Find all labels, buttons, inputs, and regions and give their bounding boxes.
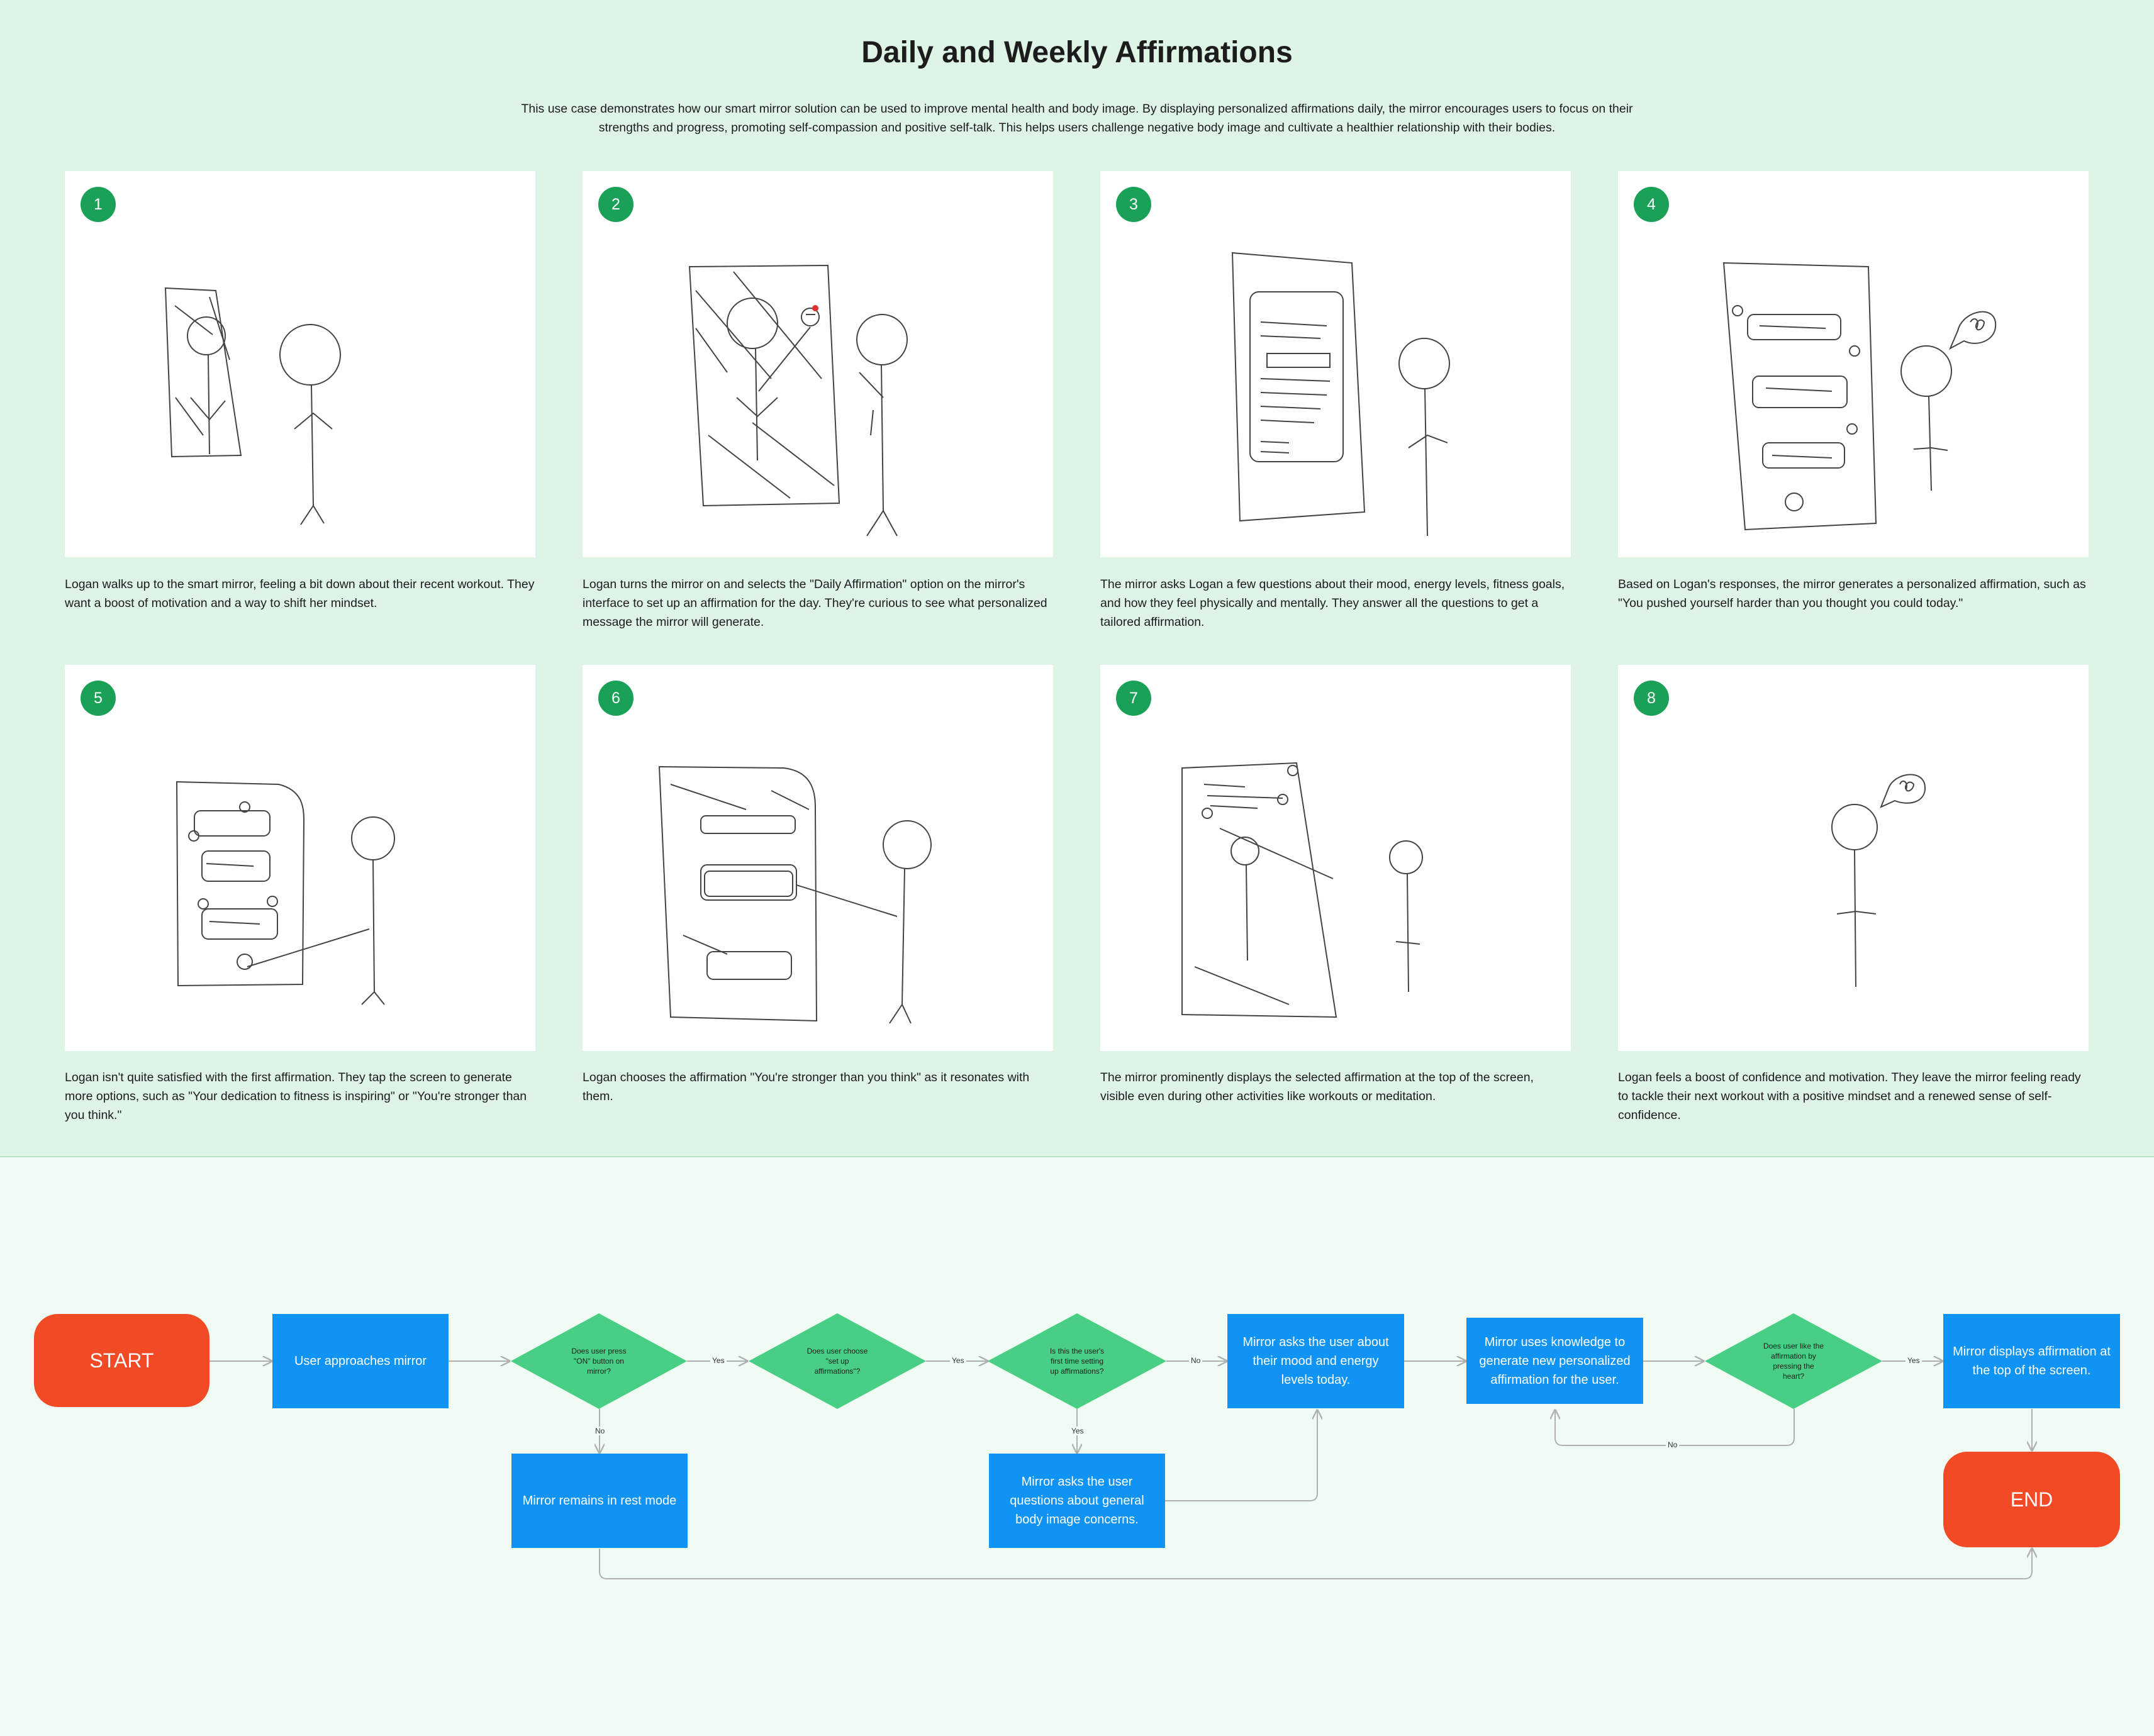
step-badge: 2 xyxy=(598,187,633,222)
edge-label-yes: Yes xyxy=(1906,1356,1922,1365)
storyboard-panel-5: 5 xyxy=(65,665,535,1051)
step-caption: Logan turns the mirror on and selects th… xyxy=(583,577,1047,629)
storyboard-panel-7: 7 xyxy=(1100,665,1571,1051)
edge-label-yes: Yes xyxy=(710,1356,727,1365)
storyboard-panel-6: 6 xyxy=(583,665,1053,1051)
end-node: END xyxy=(1943,1452,2120,1547)
connector xyxy=(1165,1410,1317,1501)
sketch-person-confident xyxy=(1831,774,1926,988)
sketch-mirror-choose xyxy=(658,765,932,1024)
decision-first-time: Is this the user's first time setting up… xyxy=(1049,1347,1105,1376)
step-badge: 1 xyxy=(81,187,116,222)
storyboard-panel-4: 4 xyxy=(1618,171,2089,557)
step-caption: Logan feels a boost of confidence and mo… xyxy=(1618,1071,2081,1122)
connector xyxy=(599,1549,2032,1579)
edge-label-no: No xyxy=(593,1427,607,1435)
step-badge: 6 xyxy=(598,681,633,716)
step-caption: Based on Logan's responses, the mirror g… xyxy=(1618,577,2086,610)
decision-diamond xyxy=(1705,1313,1882,1409)
sketch-mirror-questions xyxy=(1231,252,1450,537)
decision-diamond xyxy=(988,1313,1166,1409)
storyboard-panel-3: 3 xyxy=(1100,171,1571,557)
step-badge: 7 xyxy=(1116,681,1151,716)
step-badge: 3 xyxy=(1116,187,1151,222)
ask-body-node: Mirror asks the user questions about gen… xyxy=(989,1454,1165,1548)
sketch-mirror-power-on xyxy=(688,264,908,537)
page-title: Daily and Weekly Affirmations xyxy=(861,36,1293,69)
decision-diamond xyxy=(749,1313,926,1409)
storyboard-panel-8: 8 xyxy=(1618,665,2089,1051)
intro-paragraph: This use case demonstrates how our smart… xyxy=(521,102,1633,135)
ask-mood-node: Mirror asks the user about their mood an… xyxy=(1227,1314,1404,1408)
edge-label-no: No xyxy=(1666,1440,1680,1449)
edge-label-no: No xyxy=(1189,1356,1203,1365)
sketch-mirror-affirmation xyxy=(1722,262,1997,531)
step-caption: The mirror asks Logan a few questions ab… xyxy=(1100,577,1565,629)
step-caption: The mirror prominently displays the sele… xyxy=(1100,1071,1534,1103)
decision-like: Does user like the affirmation by pressi… xyxy=(1763,1342,1824,1381)
decision-diamond xyxy=(511,1313,687,1409)
step-caption: Logan isn't quite satisfied with the fir… xyxy=(65,1071,527,1122)
generate-node: Mirror uses knowledge to generate new pe… xyxy=(1466,1318,1643,1404)
rest-mode-node: Mirror remains in rest mode xyxy=(511,1454,688,1548)
step-badge: 4 xyxy=(1634,187,1669,222)
step-caption: Logan walks up to the smart mirror, feel… xyxy=(65,577,535,610)
storyboard-section: Daily and Weekly Affirmations This use c… xyxy=(0,0,2154,1157)
decision-power-on: Does user press "ON" button on mirror? xyxy=(571,1347,627,1376)
edge-label-yes: Yes xyxy=(950,1356,966,1365)
approach-node: User approaches mirror xyxy=(272,1314,449,1408)
decision-setup: Does user choose "set up affirmations"? xyxy=(806,1347,868,1376)
start-node: START xyxy=(34,1314,209,1407)
sketch-mirror-more-options xyxy=(176,781,395,1005)
storyboard-panel-2: 2 xyxy=(583,171,1053,557)
edge-label-yes: Yes xyxy=(1069,1427,1086,1435)
step-badge: 8 xyxy=(1634,681,1669,716)
sketch-mirror-display xyxy=(1181,762,1423,1018)
step-badge: 5 xyxy=(81,681,116,716)
step-caption: Logan chooses the affirmation "You're st… xyxy=(583,1071,1030,1103)
sketch-mirror-approach xyxy=(164,287,341,525)
display-node: Mirror displays affirmation at the top o… xyxy=(1943,1314,2120,1408)
storyboard-panel-1: 1 xyxy=(65,171,535,557)
